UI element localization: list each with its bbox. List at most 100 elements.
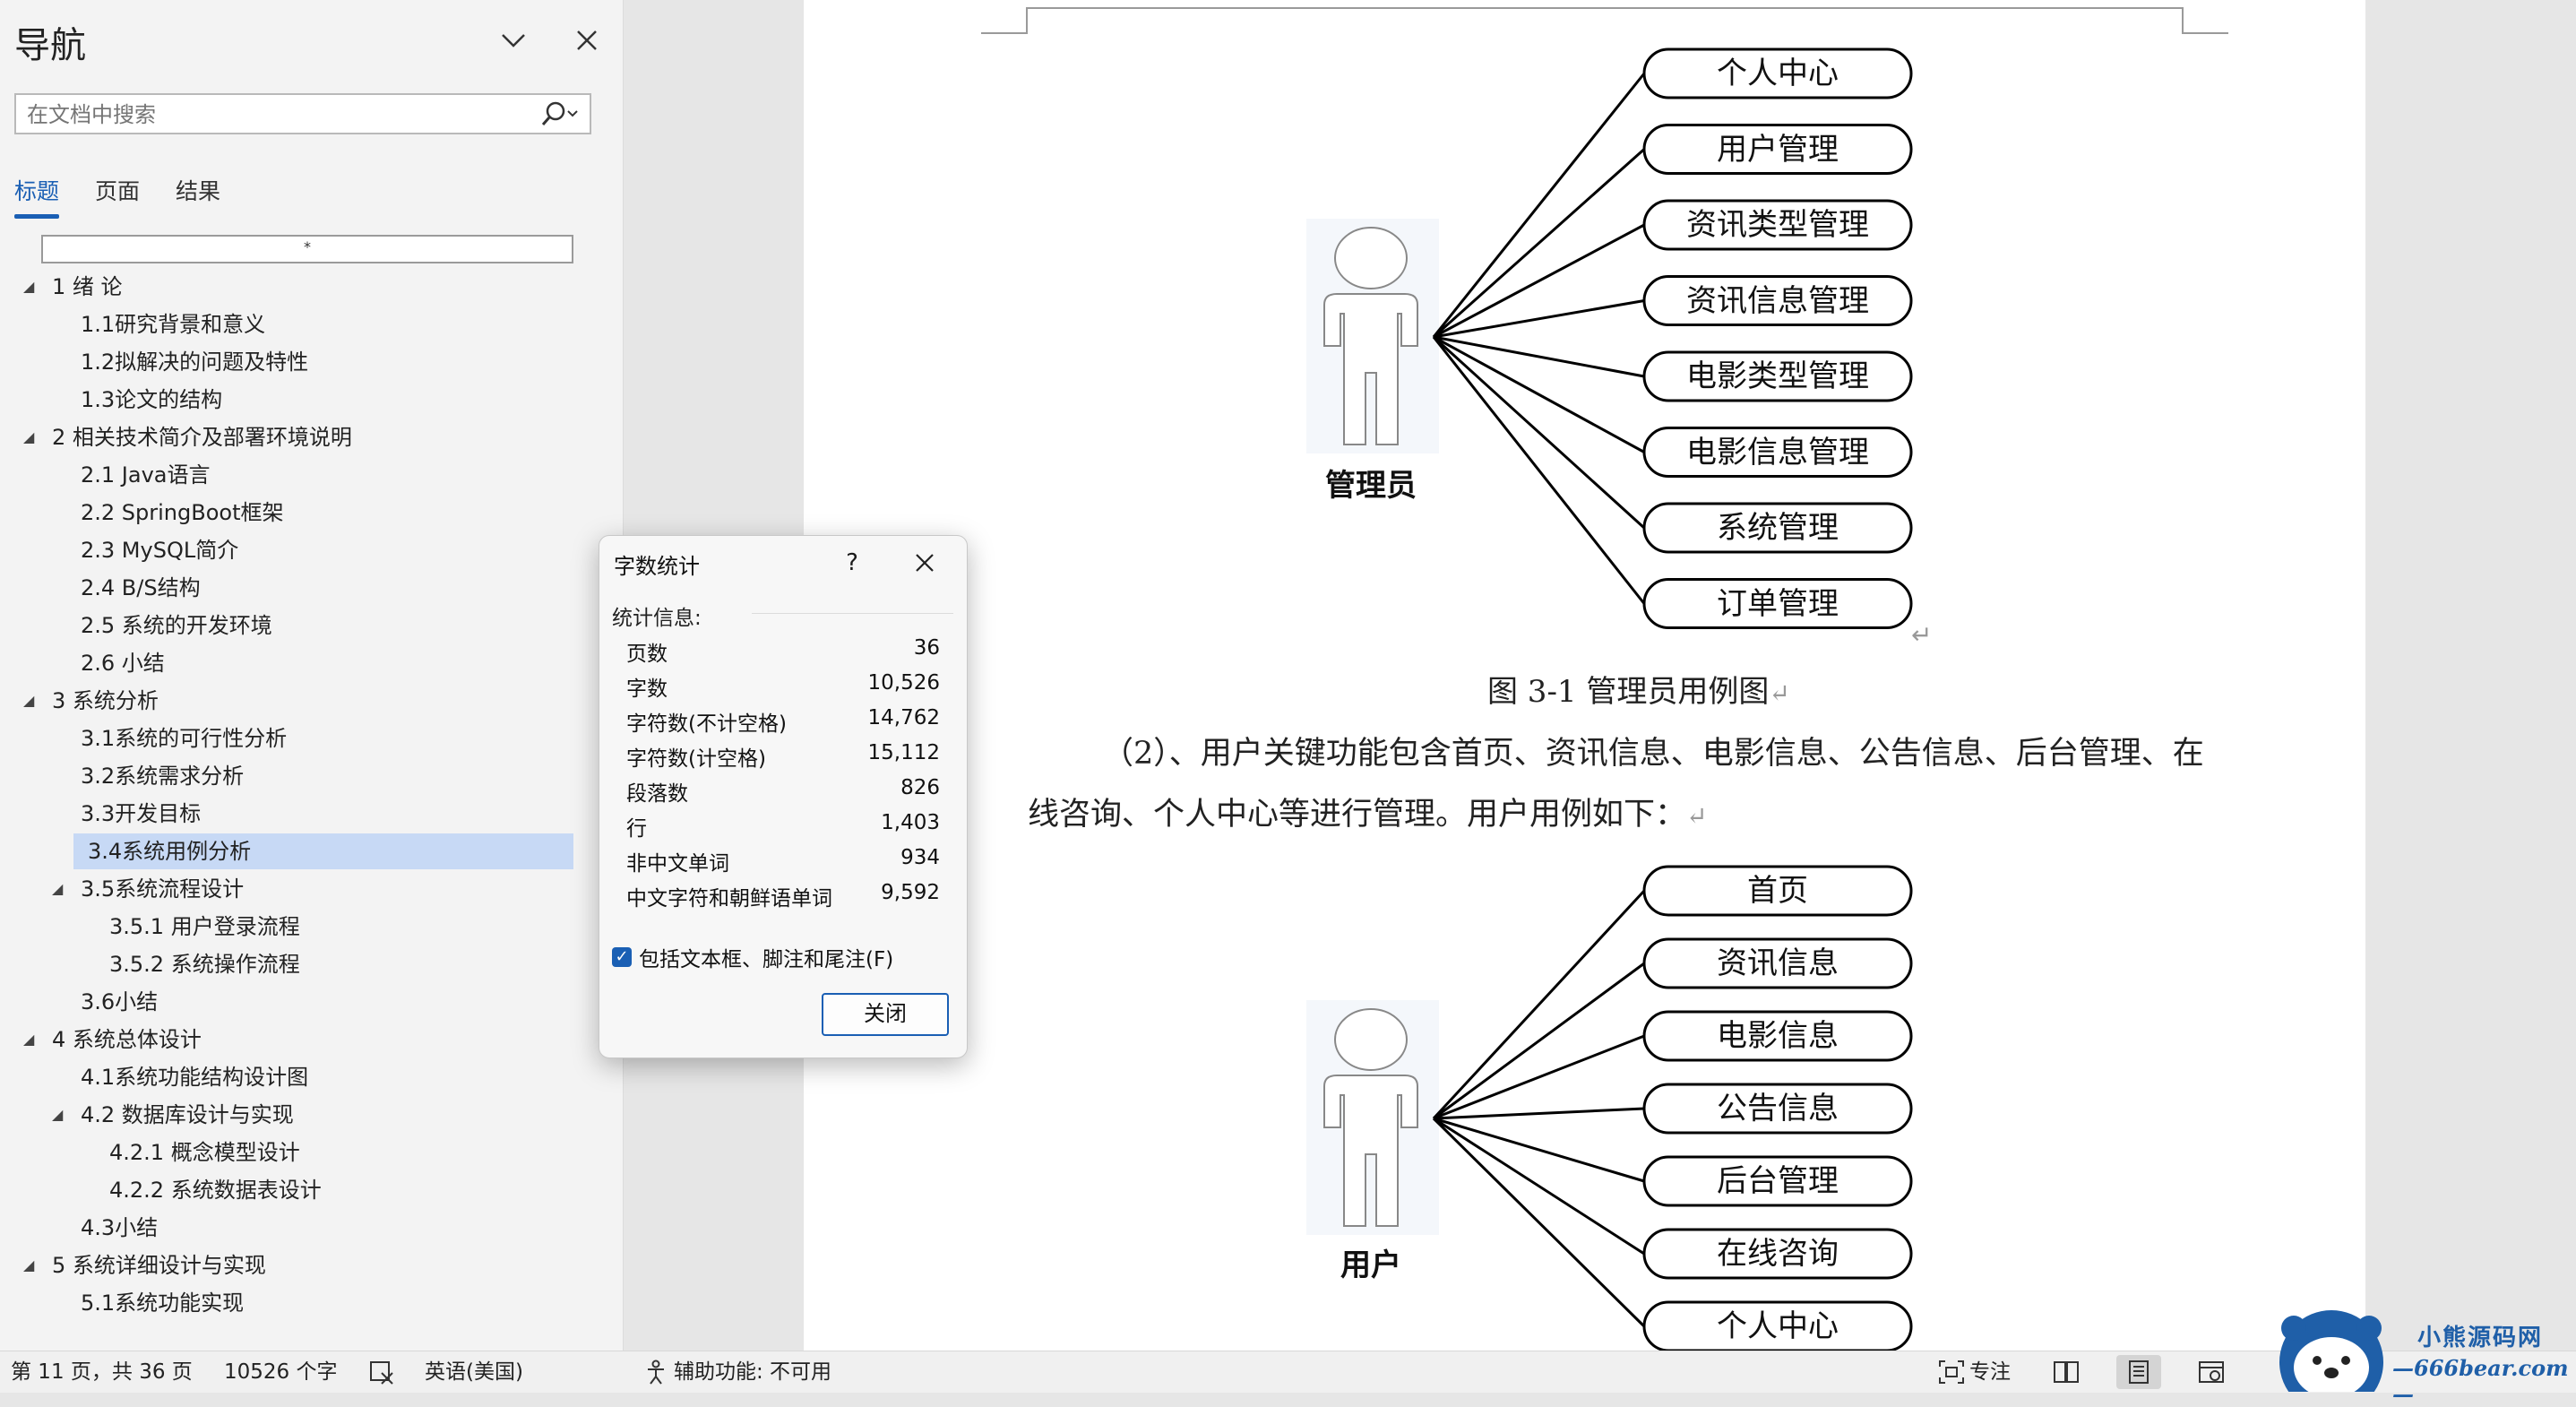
nav-heading-label: 2.6 小结 (81, 651, 165, 676)
nav-heading-label: 4 系统总体设计 (52, 1027, 202, 1052)
nav-heading-item[interactable]: 3.5.2 系统操作流程 (0, 946, 623, 982)
association-line (1433, 962, 1645, 1120)
nav-heading-item[interactable]: 2.6 小结 (0, 645, 623, 681)
tab-results[interactable]: 结果 (176, 178, 221, 204)
nav-heading-label: 3.1系统的可行性分析 (81, 726, 288, 751)
nav-heading-label: 2.5 系统的开发环境 (81, 613, 272, 638)
print-layout-icon (2129, 1360, 2149, 1384)
watermark-url: —666bear.com— (2392, 1355, 2569, 1407)
nav-heading-item[interactable]: 1.2拟解决的问题及特性 (0, 344, 623, 380)
use-case-diagrams (1306, 47, 1913, 1351)
include-textboxes-checkbox[interactable]: ✓ 包括文本框、脚注和尾注(F) (612, 942, 893, 972)
nav-heading-item[interactable]: 3.1系统的可行性分析 (0, 721, 623, 756)
nav-close-button[interactable] (564, 18, 609, 63)
nav-heading-label: 2 相关技术简介及部署环境说明 (52, 425, 352, 450)
nav-heading-item[interactable]: ◢ 3.5系统流程设计 (0, 871, 623, 907)
nav-heading-label: 3.5系统流程设计 (81, 876, 245, 902)
nav-heading-item[interactable]: ◢3 系统分析 (0, 683, 623, 719)
stat-value: 934 (900, 846, 940, 869)
use-case-label: 用户管理 (1717, 131, 1839, 168)
nav-heading-item[interactable]: ◢1 绪 论 (0, 269, 623, 305)
focus-button[interactable]: 专注 (1969, 1360, 2011, 1384)
nav-heading-item[interactable]: 3.2系统需求分析 (0, 758, 623, 794)
paragraph-line: （2）、用户关键功能包含首页、资讯信息、电影信息、公告信息、后台管理、在 (1102, 736, 2204, 772)
actor-body (1323, 1075, 1418, 1227)
read-mode-icon[interactable] (2052, 1359, 2081, 1385)
nav-heading-item[interactable]: 4.2.2 系统数据表设计 (0, 1172, 623, 1208)
nav-heading-item[interactable]: ◢5 系统详细设计与实现 (0, 1247, 623, 1283)
page-info[interactable]: 第 11 页，共 36 页 (11, 1360, 193, 1384)
expand-triangle-icon[interactable]: ◢ (52, 880, 64, 897)
association-line (1433, 299, 1645, 339)
nav-heading-item[interactable]: 1.3论文的结构 (0, 382, 623, 418)
expand-triangle-icon[interactable]: ◢ (23, 1256, 35, 1273)
word-count-status[interactable]: 10526 个字 (224, 1360, 338, 1384)
help-button[interactable]: ? (846, 549, 858, 576)
actor-body (1323, 293, 1418, 445)
web-layout-icon[interactable] (2197, 1359, 2226, 1385)
nav-heading-item[interactable]: 1.1研究背景和意义 (0, 306, 623, 342)
search-input[interactable] (25, 95, 539, 134)
close-button[interactable]: 关闭 (822, 993, 949, 1036)
nav-heading-item[interactable]: 3.5.1 用户登录流程 (0, 909, 623, 945)
nav-heading-item[interactable]: ◢ 2 相关技术简介及部署环境说明 (0, 419, 623, 455)
expand-triangle-icon[interactable]: ◢ (23, 428, 35, 445)
association-line (1433, 1117, 1645, 1183)
nav-heading-item[interactable]: 5.1系统功能实现 (0, 1285, 623, 1321)
nav-heading-item[interactable]: 4.3小结 (0, 1210, 623, 1246)
nav-heading-item[interactable]: 4.2.1 概念模型设计 (0, 1135, 623, 1170)
dialog-close-button[interactable] (904, 543, 945, 583)
use-case-ellipse (1642, 865, 1913, 917)
paragraph-mark: ↵ (1686, 801, 1708, 831)
nav-heading-label: 2.2 SpringBoot框架 (81, 500, 284, 525)
nav-heading-label: 1.1研究背景和意义 (81, 312, 266, 337)
nav-heading-item[interactable]: 4.1系统功能结构设计图 (0, 1059, 623, 1095)
document-page[interactable] (804, 0, 2365, 1351)
nav-title: 导航 (14, 25, 86, 66)
nav-heading-item[interactable]: 2.5 系统的开发环境 (0, 608, 623, 643)
use-case-ellipse (1642, 502, 1913, 554)
outline-top-marker[interactable]: * (41, 235, 573, 263)
language-status[interactable]: 英语(美国) (425, 1360, 523, 1384)
tab-headings[interactable]: 标题 (14, 174, 60, 219)
nav-heading-item[interactable]: 2.1 Java语言 (0, 457, 623, 493)
association-line (1433, 1107, 1645, 1120)
use-case-label: 后台管理 (1717, 1163, 1839, 1199)
nav-heading-item[interactable]: 3.3开发目标 (0, 796, 623, 832)
stat-row: 字符数(不计空格)14,762 (626, 706, 940, 738)
use-case-label: 个人中心 (1717, 1308, 1839, 1344)
use-case-label: 首页 (1747, 873, 1808, 909)
nav-heading-item[interactable]: 3.6小结 (0, 984, 623, 1020)
expand-triangle-icon[interactable]: ◢ (52, 1106, 64, 1123)
expand-triangle-icon[interactable]: ◢ (23, 692, 35, 709)
focus-icon[interactable] (1937, 1359, 1966, 1385)
nav-heading-item[interactable]: 2.4 B/S结构 (0, 570, 623, 606)
association-line (1433, 335, 1645, 378)
nav-heading-item[interactable]: ◢ 4 系统总体设计 (0, 1022, 623, 1057)
nav-heading-item[interactable]: 2.3 MySQL简介 (0, 532, 623, 568)
use-case-label: 系统管理 (1717, 510, 1839, 546)
nav-heading-label: 4.2.2 系统数据表设计 (109, 1178, 322, 1203)
nav-heading-item[interactable]: 2.2 SpringBoot框架 (0, 495, 623, 531)
use-case-label: 资讯类型管理 (1686, 207, 1869, 243)
expand-triangle-icon[interactable]: ◢ (23, 278, 35, 295)
search-box (14, 93, 591, 134)
expand-triangle-icon[interactable]: ◢ (23, 1031, 35, 1048)
search-button[interactable] (538, 100, 582, 127)
accessibility-status[interactable]: 辅助功能: 不可用 (674, 1360, 832, 1384)
caption-text: 图 3-1 管理员用例图 (1487, 674, 1770, 710)
stats-section-label: 统计信息: (612, 607, 702, 630)
stat-label: 字符数(计空格) (626, 747, 766, 771)
nav-heading-item[interactable]: ◢4.2 数据库设计与实现 (0, 1097, 623, 1133)
proofing-icon[interactable] (367, 1359, 396, 1385)
stat-label: 字符数(不计空格) (626, 712, 787, 736)
stat-value: 15,112 (867, 741, 940, 764)
use-case-label: 电影信息 (1717, 1018, 1839, 1054)
print-layout-button[interactable] (2116, 1355, 2161, 1389)
nav-heading-label: 3.5.1 用户登录流程 (109, 914, 300, 939)
tab-pages[interactable]: 页面 (95, 178, 141, 204)
nav-heading-item[interactable]: 3.4系统用例分析 (73, 833, 573, 869)
nav-options-button[interactable] (491, 18, 536, 63)
